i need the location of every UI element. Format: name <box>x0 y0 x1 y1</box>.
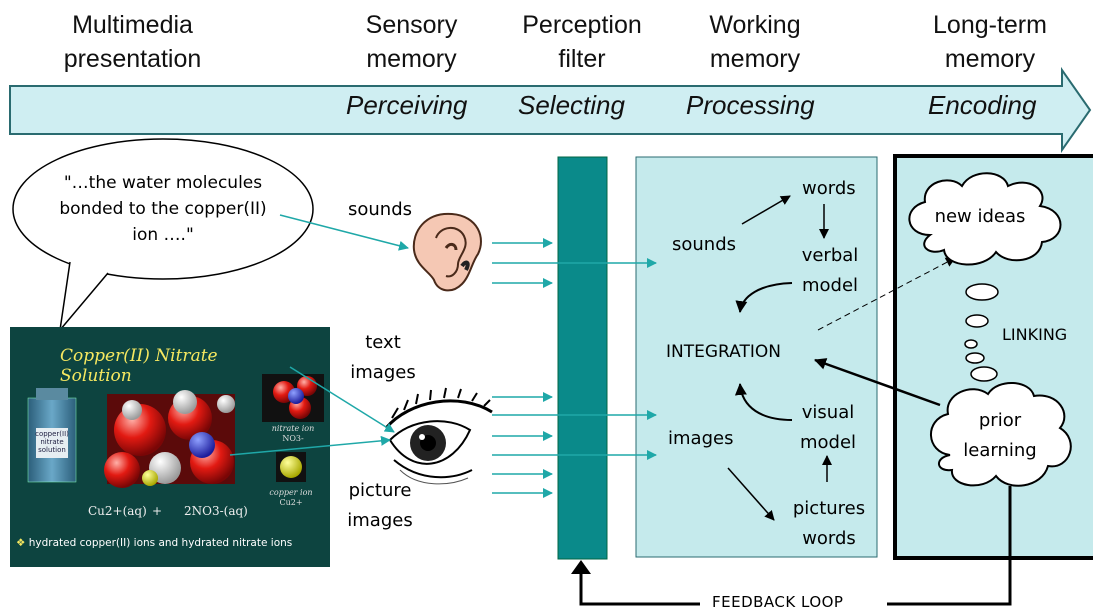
phase-perceiving: Perceiving <box>346 90 468 120</box>
thought-bubbles <box>964 283 999 382</box>
slide-caption: ❖ hydrated copper(II) ions and hydrated … <box>16 537 328 549</box>
pictures-words: pictures words <box>792 498 866 549</box>
visual-model: visual model <box>799 402 857 453</box>
bottle-label: copper(II) nitrate solution <box>35 430 69 454</box>
linking-label: LINKING <box>1002 325 1068 344</box>
working-memory-panel <box>635 156 878 558</box>
sensory-sounds: sounds <box>348 199 413 220</box>
speech-bubble-shape <box>12 138 314 333</box>
stage-working-memory: Working memory <box>709 11 801 73</box>
stage-long-term-memory: Long-term memory <box>933 11 1047 73</box>
verbal-model: verbal model <box>801 245 859 296</box>
copper-label: copper ion <box>269 488 313 497</box>
eye-icon <box>384 387 493 485</box>
prior-learning-label: prior learning <box>963 410 1037 461</box>
phase-selecting: Selecting <box>518 90 625 120</box>
equation-plus: + <box>152 504 163 518</box>
sensory-text-images: text images <box>350 332 416 383</box>
stage-sensory-memory: Sensory memory <box>365 11 458 73</box>
stage-perception-filter: Perception filter <box>522 11 642 73</box>
sensory-picture-images: picture images <box>347 480 413 531</box>
prior-learning-cloud <box>930 381 1072 487</box>
new-ideas-label: new ideas <box>934 206 1026 227</box>
copper-formula: Cu2+ <box>279 498 303 507</box>
copper-ion-image <box>276 452 306 482</box>
bullet-icon: ❖ <box>16 537 29 549</box>
working-words: words <box>802 178 856 199</box>
feedback-loop-line <box>579 486 1012 606</box>
nitrate-label: nitrate ion <box>271 424 315 433</box>
slide-caption-text: hydrated copper(II) ions and hydrated ni… <box>28 537 293 549</box>
process-arrow <box>9 66 1092 154</box>
integration-label: INTEGRATION <box>666 342 781 362</box>
new-ideas-cloud <box>908 172 1062 266</box>
speech-bubble-text: "…the water molecules bonded to the copp… <box>59 173 267 245</box>
working-images: images <box>668 428 734 449</box>
phase-processing: Processing <box>686 90 815 120</box>
ear-icon <box>412 212 482 292</box>
phase-encoding: Encoding <box>928 90 1037 120</box>
perception-filter-bar <box>557 156 608 560</box>
feedback-loop-label: FEEDBACK LOOP <box>712 593 844 611</box>
stage-multimedia: Multimedia presentation <box>63 11 202 73</box>
nitrate-formula: NO3- <box>282 434 304 443</box>
equation-left: Cu2+(aq) <box>88 504 147 518</box>
working-sounds: sounds <box>672 234 737 255</box>
slide-title: Copper(II) Nitrate Solution <box>60 346 218 386</box>
equation-right: 2NO3-(aq) <box>184 504 248 518</box>
molecule-image <box>104 390 235 488</box>
bottle-image <box>27 388 77 483</box>
